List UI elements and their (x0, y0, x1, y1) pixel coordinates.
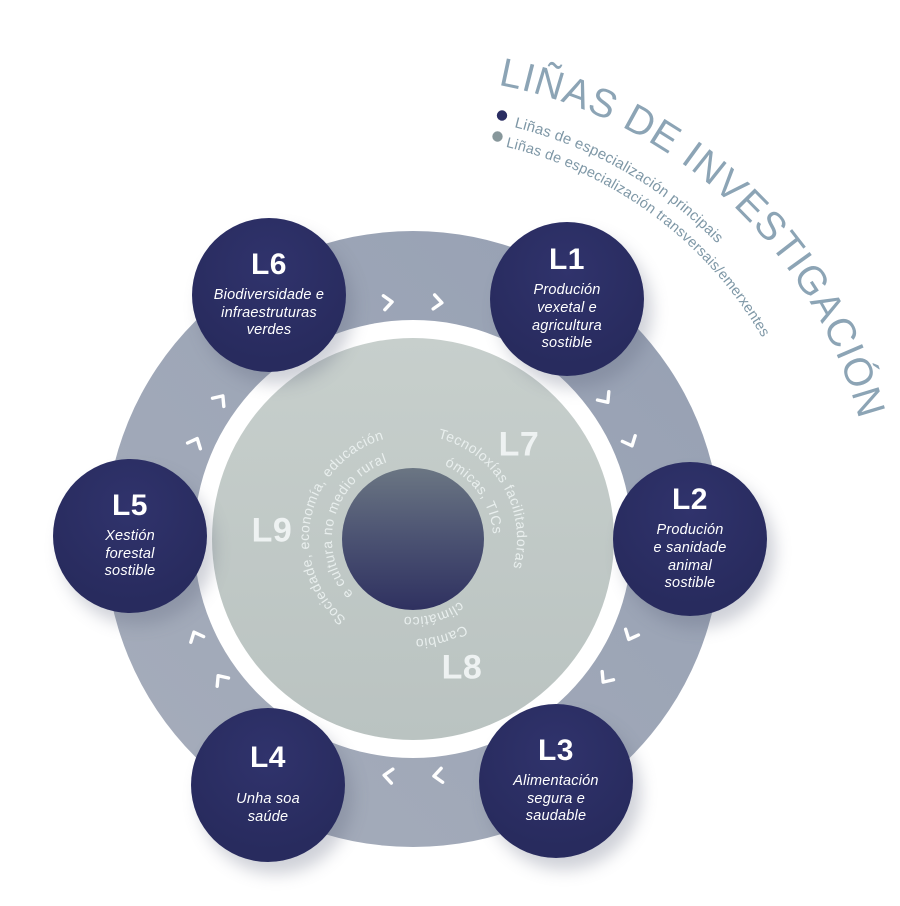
flow-arrow-icon (600, 669, 616, 684)
legend-bullet-transversais-icon (492, 131, 503, 142)
line-label: segura e (526, 790, 586, 807)
line-id: L1 (548, 243, 585, 277)
flow-arrows (185, 293, 641, 785)
ring-label-l7: L7 (498, 425, 540, 464)
line-label: sostible (541, 335, 593, 352)
flow-arrow-icon (623, 627, 641, 642)
flow-arrow-icon (620, 433, 637, 448)
flow-arrow-icon (381, 294, 394, 312)
line-label: Xestión (105, 527, 155, 544)
line-label: Produción (656, 522, 724, 539)
line-label: saúde (247, 809, 289, 825)
flow-arrow-icon (595, 390, 611, 405)
flow-arrow-icon (185, 436, 203, 451)
line-label: animal (668, 557, 712, 574)
line-label: infraestruturas (221, 304, 317, 321)
flow-arrow-icon (215, 673, 231, 688)
flow-arrow-icon (432, 766, 445, 784)
line-id: L5 (111, 488, 148, 522)
line-label: Unha soa (236, 791, 300, 808)
legend-bullet-principais-icon (496, 110, 508, 121)
line-id: L3 (537, 733, 574, 767)
main-line-circle-l4: L4 Unha soa saúde (191, 708, 345, 862)
flow-arrow-icon (210, 394, 226, 409)
line-label: Biodiversidade e (213, 286, 325, 303)
line-label: agricultura (532, 317, 602, 334)
line-id: L2 (671, 483, 708, 517)
line-label: Alimentación (513, 772, 599, 789)
line-label: forestal (105, 545, 155, 562)
ring-label-l8: L8 (441, 648, 483, 687)
main-line-circle-l5: L5 Xestión forestal sostible (53, 459, 207, 613)
line-id: L4 (249, 741, 286, 775)
main-line-circle-l6: L6 Biodiversidade e infraestruturas verd… (192, 218, 346, 372)
line-label: e sanidade (653, 539, 727, 556)
main-line-circle-l1: L1 Produción vexetal e agricultura sosti… (490, 222, 644, 376)
line-label: Produción (533, 282, 601, 299)
main-line-circle-l3: L3 Alimentación segura e saudable (479, 704, 633, 858)
flow-arrow-icon (382, 767, 395, 785)
ring-label-l9: L9 (251, 511, 293, 550)
flow-arrow-icon (431, 293, 444, 311)
line-id: L6 (250, 247, 287, 281)
line-label: vexetal e (537, 299, 597, 316)
line-label: verdes (246, 322, 292, 339)
line-label: saudable (525, 808, 587, 825)
line-label: sostible (104, 563, 156, 580)
main-line-circle-l2: L2 Produción e sanidade animal sostible (613, 462, 767, 616)
flow-arrow-icon (189, 630, 206, 645)
core-circle (342, 468, 484, 610)
line-label: sostible (664, 575, 716, 592)
